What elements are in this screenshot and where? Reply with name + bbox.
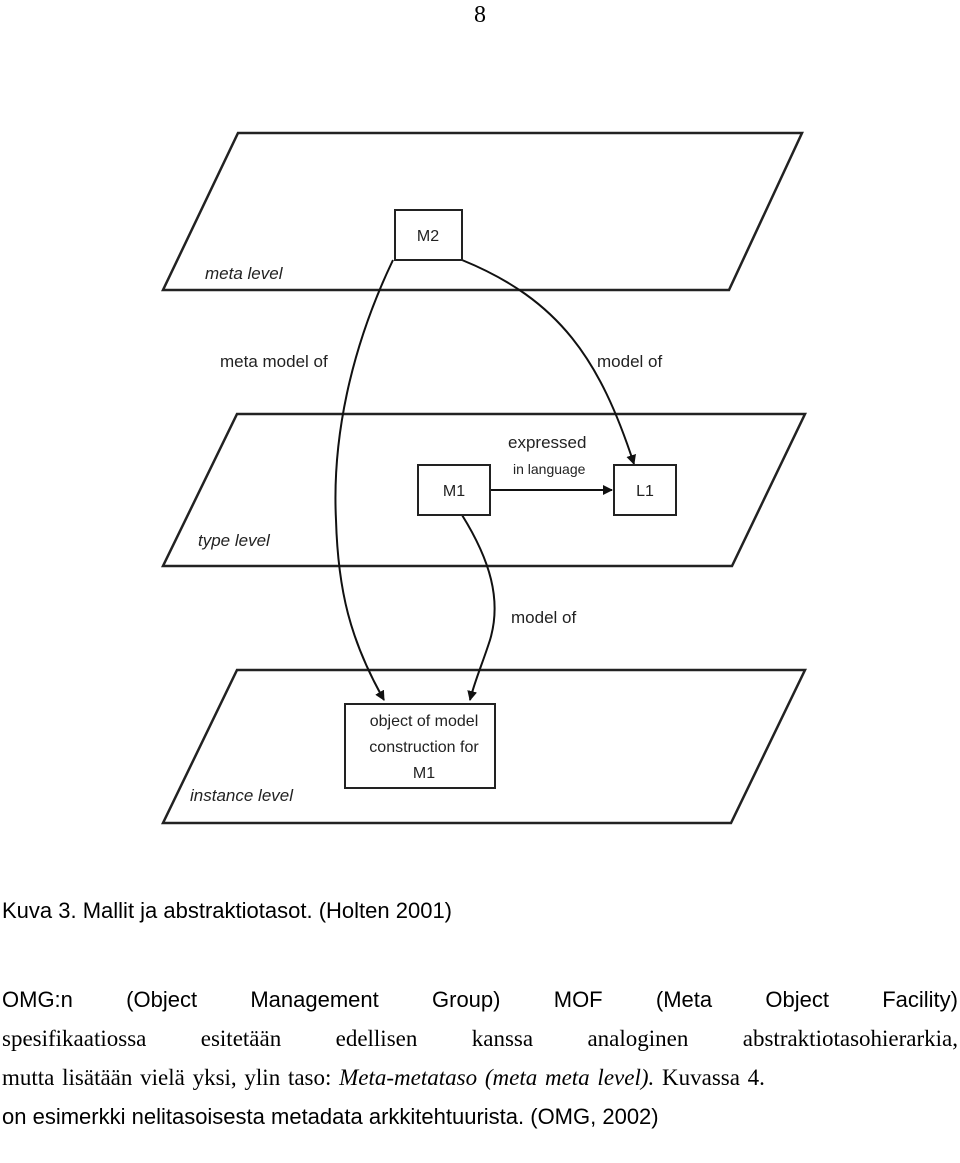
object-of-model-box [344, 703, 496, 789]
m2-box [394, 209, 463, 261]
model-of-arrow-top [461, 259, 636, 465]
page-number: 8 [474, 2, 486, 28]
paragraph-line-3-start: mutta lisätään vielä yksi, ylin taso: [2, 1065, 340, 1090]
object-box-line-3: M1 [413, 765, 435, 782]
model-of-arrow-bottom [461, 514, 496, 701]
paragraph-line-2: spesifikaatiossa esitetään edellisen kan… [2, 1026, 958, 1051]
meta-metataso-term: Meta-metataso (meta meta level). [339, 1065, 655, 1090]
paragraph-line-1: OMG:n (Object Management Group) MOF (Met… [2, 987, 958, 1012]
type-level-label: type level [198, 531, 271, 550]
in-language-label: in language [513, 461, 586, 477]
paragraph-line-3: mutta lisätään vielä yksi, ylin taso: Me… [2, 1058, 958, 1097]
paragraph-line-3-end: Kuvassa 4. [654, 1065, 765, 1090]
object-box-line-1: object of model [370, 713, 479, 730]
meta-model-of-arrow [334, 259, 394, 701]
m1-box [417, 464, 491, 516]
l1-box [613, 464, 677, 516]
meta-model-of-label: meta model of [220, 352, 328, 371]
model-of-label-top: model of [597, 352, 662, 371]
model-of-label-bottom: model of [511, 608, 576, 627]
instance-level-label: instance level [190, 786, 294, 805]
meta-level-plane [161, 131, 804, 292]
abstraction-levels-diagram: meta level type level instance level M2 … [161, 131, 807, 825]
figure-caption: Kuva 3. Mallit ja abstraktiotasot. (Holt… [2, 898, 453, 923]
paragraph-line-4: on esimerkki nelitasoisesta metadata ark… [2, 1104, 659, 1129]
object-box-line-2: construction for [369, 739, 479, 756]
l1-box-label: L1 [636, 483, 654, 500]
meta-level-label: meta level [205, 264, 284, 283]
body-paragraph: OMG:n (Object Management Group) MOF (Met… [2, 980, 958, 1136]
expressed-label: expressed [508, 433, 586, 452]
m1-box-label: M1 [443, 483, 465, 500]
m2-box-label: M2 [417, 228, 439, 245]
